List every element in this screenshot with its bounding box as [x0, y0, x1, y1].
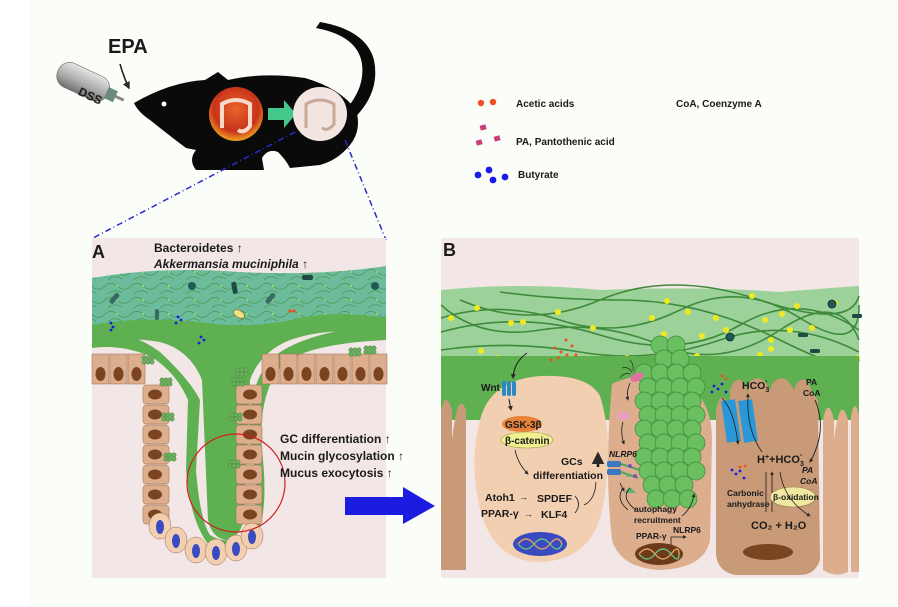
effect-mucus-exocytosis: Mucus exocytosis ↑: [280, 466, 393, 480]
vesicle-icon: [616, 412, 630, 420]
mucin-node: [474, 305, 480, 311]
mucin-node: [649, 315, 655, 321]
mucin-node: [508, 320, 514, 326]
klf4-label: KLF4: [541, 509, 567, 521]
treatment-label: EPA: [108, 36, 148, 58]
nlrp6-top-label: NLRP6: [609, 449, 637, 459]
co2-h2o-label: CO₂ + H₂O: [751, 520, 807, 532]
gcs-label: GCs: [561, 456, 583, 468]
mucin-node: [794, 303, 800, 309]
panel-b-letter: B: [443, 240, 456, 260]
mucin-node: [555, 309, 561, 315]
svg-text:GSK-3β: GSK-3β: [505, 420, 542, 431]
metabolite-dots: [549, 338, 747, 480]
panel-b: Wnt GSK-3β β-catenin GCs differentiation…: [440, 238, 862, 578]
ppar-label: PPAR-γ: [481, 508, 519, 520]
mucin-node: [787, 327, 793, 333]
mucin-node: [685, 309, 691, 315]
microbe-icon: [188, 282, 196, 290]
transporter-icon: [721, 399, 758, 443]
legend-item-pantothenic: PA, Pantothenic acid: [475, 124, 615, 148]
microbe-label-akkermansia: Akkermansia muciniphila ↑: [153, 257, 308, 271]
mucin-node: [768, 337, 774, 343]
gsk3b-protein: [502, 416, 542, 432]
legend-item-butyrate: Butyrate: [474, 166, 559, 184]
zoom-circle: [186, 433, 286, 533]
mucin-node: [762, 317, 768, 323]
h-hco3-label: H++HCO3-: [757, 452, 804, 468]
mucin-node: [809, 325, 815, 331]
coa-top-label: CoA: [803, 388, 820, 398]
differentiation-label: differentiation: [533, 470, 603, 482]
nlrp6-bottom-label: NLRP6: [673, 525, 701, 535]
nucleus-dna-icon-2: [635, 543, 683, 565]
healthy-colon-icon: [293, 87, 347, 141]
colon-outline-icon: [220, 98, 252, 134]
pa-top-label: PA: [806, 377, 817, 387]
ppar-gamma-label: PPAR-γ: [636, 531, 667, 541]
background-cells: [441, 400, 859, 575]
crypt-epithelium: [142, 377, 264, 566]
panel-a: A Bacteroidetes ↑ Akkermansia muciniphil…: [91, 238, 388, 578]
effect-gc-differentiation: GC differentiation ↑: [280, 432, 391, 446]
mucin-granules: [634, 335, 706, 509]
mucin-node: [713, 315, 719, 321]
mucin-node: [520, 319, 526, 325]
recruitment-label: recruitment: [634, 515, 681, 525]
green-arrow-icon: [268, 100, 296, 128]
inflammasome-icon: [607, 461, 641, 493]
mucin-node: [664, 298, 670, 304]
epa-arrow-icon: [119, 63, 130, 90]
inflamed-colon-icon: [209, 87, 263, 141]
legend: Acetic acids PA, Pantothenic acid Butyra…: [474, 98, 762, 184]
bacterium-icon: [619, 359, 644, 382]
svg-text:Butyrate: Butyrate: [518, 170, 559, 181]
mucin-node: [661, 331, 667, 337]
mucin-node: [590, 325, 596, 331]
beta-catenin-protein: [500, 431, 554, 449]
inner-mucus-band: [92, 324, 386, 552]
mucin-node: [699, 333, 705, 339]
nucleus-dna-icon: [513, 532, 567, 556]
mucin-node: [478, 348, 484, 354]
svg-text:Acetic acids: Acetic acids: [516, 99, 575, 110]
hco3-top-label: HCO3-: [742, 378, 769, 394]
mitochondrion-icon: [769, 486, 817, 508]
carbonic-label: Carbonic: [727, 488, 764, 498]
coa-mid-label: CoA: [800, 476, 817, 486]
beta-oxidation-label: β-oxidation: [773, 492, 819, 502]
nucleus-icon: [743, 544, 793, 560]
big-blue-arrow-icon: [345, 487, 435, 524]
effect-mucin-glycosylation: Mucin glycosylation ↑: [280, 449, 404, 463]
svg-text:→: →: [519, 492, 528, 502]
surface-epithelium: [91, 345, 388, 385]
spdef-label: SPDEF: [537, 493, 573, 505]
mucin-node: [723, 327, 729, 333]
legend-item-acetic: Acetic acids: [477, 98, 575, 110]
pa-mid-label: PA: [802, 465, 813, 475]
mucin-node: [749, 293, 755, 299]
microbe-label-bacteroidetes: Bacteroidetes ↑: [154, 241, 243, 255]
wnt-label: Wnt: [481, 383, 501, 394]
mucin-node: [768, 346, 774, 352]
svg-text:PA, Pantothenic acid: PA, Pantothenic acid: [516, 137, 615, 148]
microbes: [109, 275, 379, 345]
dss-bottle: DSS: [56, 62, 125, 108]
legend-abbreviation: CoA, Coenzyme A: [676, 99, 762, 110]
atoh1-label: Atoh1: [485, 492, 515, 504]
svg-text:β-catenin: β-catenin: [505, 436, 549, 447]
effects-list: GC differentiation ↑ Mucin glycosylation…: [280, 432, 404, 480]
autophagy-label: autophagy: [634, 504, 677, 514]
zoom-line-right: [344, 139, 387, 241]
outer-mucus-layer: [441, 286, 859, 360]
panel-a-letter: A: [92, 242, 105, 262]
mucin-node: [779, 311, 785, 317]
mucin-node: [448, 315, 454, 321]
wnt-receptor-icon: [502, 381, 516, 396]
svg-text:→: →: [524, 509, 533, 519]
anhydrase-label: anhydrase: [727, 499, 770, 509]
